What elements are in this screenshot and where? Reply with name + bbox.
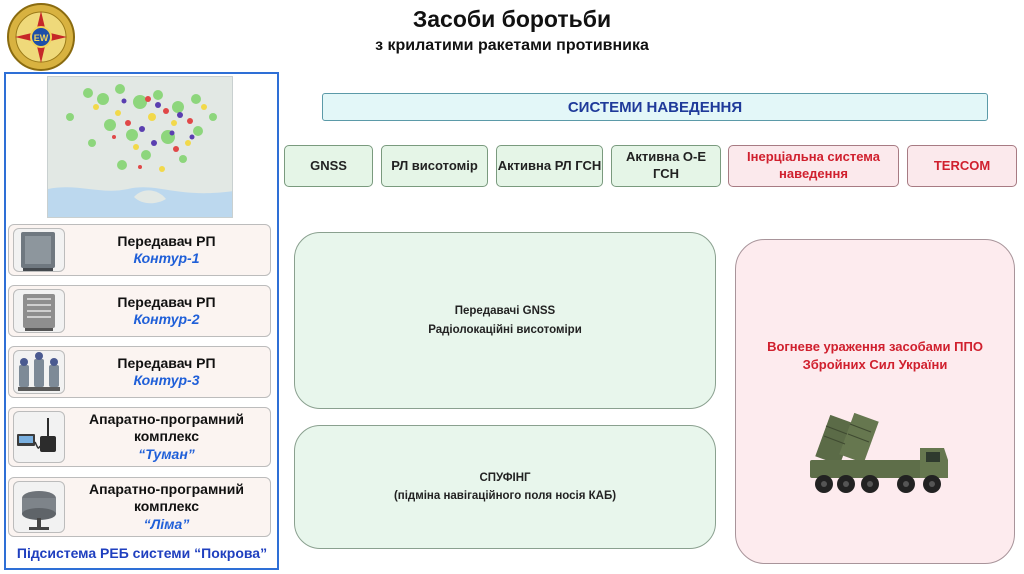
box-line: СПУФІНГ — [479, 471, 531, 484]
guidance-item-active-eo-seeker: Активна О-Е ГСН — [611, 145, 721, 187]
device-name: Передавач РП — [117, 293, 216, 310]
box-line: (підміна навігаційного поля носія КАБ) — [393, 490, 617, 502]
page-title: Засоби боротьби — [412, 6, 612, 32]
coverage-map-image — [47, 76, 233, 218]
reb-subsystem-caption: Підсистема РЕБ системи “Покрова” — [16, 545, 268, 561]
guidance-systems-header: СИСТЕМИ НАВЕДЕННЯ — [322, 93, 988, 121]
gnss-altimeter-jamming-box: Передавачі GNSS Радіолокаційні висотомір… — [294, 232, 716, 409]
box-line: Радіолокаційні висотоміри — [428, 323, 582, 336]
complex-image — [13, 411, 65, 463]
complex-image — [13, 481, 65, 533]
air-defense-line: Вогневе ураження засобами ППО — [767, 339, 983, 354]
emblem-logo: ЕW — [2, 2, 80, 72]
air-defense-line: Збройних Сил України — [802, 356, 948, 372]
device-name: Передавач РП — [117, 232, 216, 249]
transmitter-image — [13, 289, 65, 333]
transmitter-image — [13, 228, 65, 272]
page-subtitle: з крилатими ракетами противника — [375, 37, 649, 54]
device-card-lima: Апаратно-програмний комплекс “Ліма” — [8, 477, 271, 537]
device-model: “Ліма” — [143, 515, 190, 532]
guidance-item-active-radar-seeker: Активна РЛ ГСН — [496, 145, 603, 187]
device-model: Контур-3 — [133, 372, 200, 388]
device-card-tuman: Апаратно-програмний комплекс “Туман” — [8, 407, 271, 467]
guidance-item-radar-altimeter: РЛ висотомір — [381, 145, 488, 187]
device-name: Апаратно-програмний комплекс — [89, 481, 244, 515]
device-model: “Туман” — [138, 445, 195, 462]
device-name: Передавач РП — [117, 354, 216, 371]
transmitter-image — [13, 350, 65, 394]
device-card-kontur-2: Передавач РП Контур-2 — [8, 285, 271, 337]
guidance-item-tercom: TERCOM — [907, 145, 1017, 187]
device-model: Контур-2 — [133, 311, 200, 327]
guidance-item-gnss: GNSS — [284, 145, 373, 187]
air-defense-box: Вогневе ураження засобами ППО Збройних С… — [735, 239, 1015, 564]
spoofing-box: СПУФІНГ (підміна навігаційного поля носі… — [294, 425, 716, 549]
svg-text:ЕW: ЕW — [34, 33, 49, 43]
device-card-kontur-1: Передавач РП Контур-1 — [8, 224, 271, 276]
guidance-item-inertial-system: Інерціальна система наведення — [728, 145, 899, 187]
device-card-kontur-3: Передавач РП Контур-3 — [8, 346, 271, 398]
device-model: Контур-1 — [133, 250, 200, 266]
device-name: Апаратно-програмний комплекс — [89, 411, 244, 445]
box-line: Передавачі GNSS — [454, 305, 556, 318]
air-defense-launcher-image — [802, 412, 952, 504]
